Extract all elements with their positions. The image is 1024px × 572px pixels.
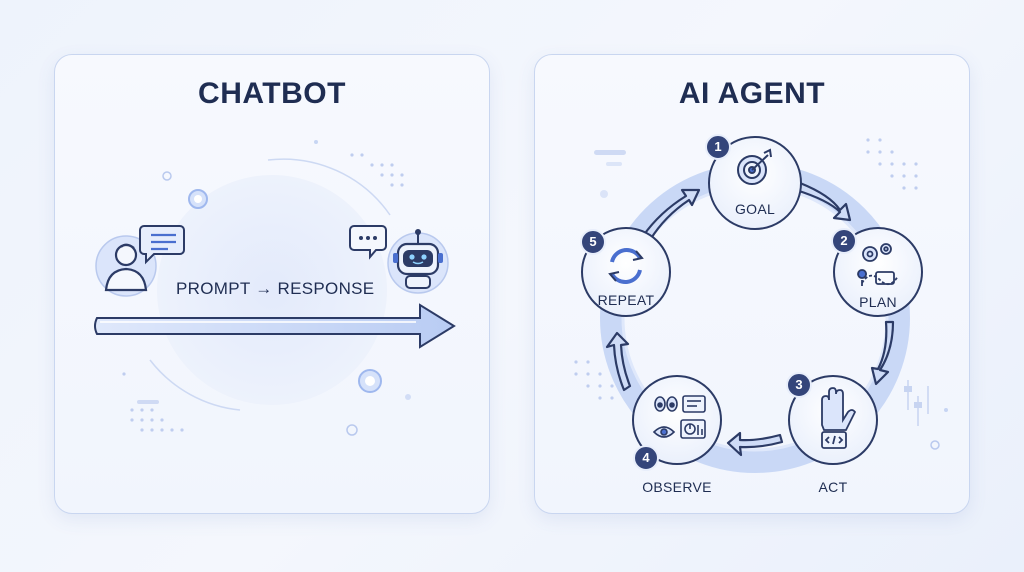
cycle-arrows xyxy=(605,181,895,457)
step-repeat-label: REPEAT xyxy=(597,292,655,308)
decor-arc xyxy=(149,359,241,411)
typing-bubble-icon xyxy=(349,225,387,260)
eye-dashboard-icon xyxy=(652,395,706,439)
step-2-badge: 2 xyxy=(831,228,857,254)
background-circle xyxy=(157,175,387,405)
ai-agent-title: AI AGENT xyxy=(678,77,826,110)
decor-arc xyxy=(267,158,391,216)
step-5-badge: 5 xyxy=(580,229,606,255)
target-icon xyxy=(737,148,772,185)
gears-route-icon xyxy=(857,243,899,286)
step-plan-node xyxy=(833,227,923,317)
step-plan-label: PLAN xyxy=(859,294,897,310)
chatbot-diagram xyxy=(94,140,456,436)
step-goal-node xyxy=(708,136,802,230)
prompt-response-label: PROMPT → RESPONSE xyxy=(176,279,375,298)
speech-bubble-icon xyxy=(139,225,185,265)
arrow-right-icon xyxy=(94,303,456,349)
step-observe-label: OBSERVE xyxy=(642,479,712,495)
step-goal-label: GOAL xyxy=(734,201,776,217)
step-3-badge: 3 xyxy=(786,372,812,398)
dot-grid xyxy=(574,138,918,400)
step-observe-node xyxy=(632,375,722,465)
refresh-icon xyxy=(608,247,644,285)
ai-agent-diagram xyxy=(574,136,948,473)
dot-grid xyxy=(122,153,404,432)
step-repeat-node xyxy=(581,227,671,317)
step-1-badge: 1 xyxy=(705,134,731,160)
robot-icon xyxy=(387,229,449,294)
step-4-badge: 4 xyxy=(633,445,659,471)
step-act-node xyxy=(788,375,878,465)
chatbot-title: CHATBOT xyxy=(198,77,346,110)
hand-code-icon xyxy=(821,387,857,449)
step-act-label: ACT xyxy=(818,479,848,495)
